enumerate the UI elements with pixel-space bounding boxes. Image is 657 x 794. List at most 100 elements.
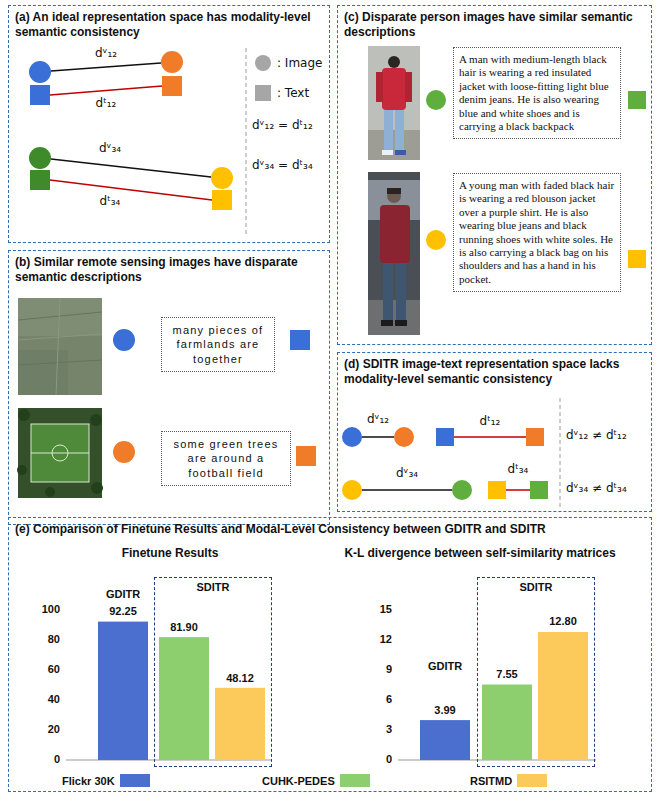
distance-label: dᵛ₁₂ <box>95 46 117 61</box>
chart-title: K-L divergence between self-similarity m… <box>344 546 615 561</box>
pair-markers <box>342 480 362 500</box>
axis-tick: 60 <box>48 663 60 677</box>
legend-item: CUHK-PEDES <box>262 774 370 787</box>
bar-chart <box>538 632 588 760</box>
football-photo <box>18 409 30 421</box>
pair-markers <box>29 61 51 83</box>
pair-markers <box>51 159 211 177</box>
group-box: SDITR <box>154 577 272 767</box>
person-photo <box>368 172 420 335</box>
group-label: GDITR <box>428 660 462 674</box>
sample-circle <box>255 55 271 71</box>
pair-markers <box>162 76 182 96</box>
farmland-photo <box>18 360 102 365</box>
bar-chart <box>159 637 209 760</box>
value-label: 48.12 <box>226 672 254 686</box>
value-label: 92.25 <box>109 605 137 619</box>
legend-swatch <box>340 774 370 787</box>
person-photo <box>388 56 400 68</box>
person-photo <box>368 46 420 160</box>
person-photo <box>405 72 412 102</box>
pair-markers <box>362 489 452 491</box>
pair-markers <box>246 48 247 236</box>
node-text: (d) SDITR image-text representation spac… <box>338 353 651 387</box>
person-photo <box>376 72 383 102</box>
legend-text: RSITMD <box>470 775 512 787</box>
football-photo <box>52 445 68 461</box>
person-photo <box>387 188 401 194</box>
node-text: some green trees are around a football f… <box>167 437 285 480</box>
pair-markers <box>452 480 472 500</box>
person-photo <box>387 189 401 203</box>
node-text: (e) Comparison of Finetune Results and M… <box>9 518 651 537</box>
caption-box: some green trees are around a football f… <box>161 431 291 486</box>
person-photo <box>380 205 410 263</box>
legend-item: Flickr 30K <box>62 774 150 787</box>
legend-item: RSITMD <box>470 774 547 787</box>
football-photo <box>18 408 102 498</box>
football-photo <box>45 487 55 497</box>
description-box: A man with medium-length black hair is w… <box>453 47 621 139</box>
axis-tick: 80 <box>48 633 60 647</box>
pair-markers <box>526 428 544 446</box>
person-photo <box>395 320 407 326</box>
axis-tick: 3 <box>386 723 392 737</box>
equation-label: dᵛ₁₂ = dᵗ₁₂ <box>252 118 313 133</box>
pair-markers <box>506 489 530 491</box>
pair-markers <box>454 436 526 438</box>
distance-label: dᵗ₁₂ <box>96 96 117 111</box>
farmland-photo <box>18 312 102 320</box>
axis-tick: 0 <box>386 753 392 767</box>
person-photo <box>395 150 406 155</box>
pair-markers <box>530 481 548 499</box>
person-photo <box>368 300 420 335</box>
distance-label: dᵗ₁₂ <box>480 414 501 429</box>
rs-markers <box>113 441 135 463</box>
legend-item: : Text <box>254 84 309 102</box>
bar-chart <box>420 720 470 760</box>
legend-text: Flickr 30K <box>62 775 115 787</box>
sample-square <box>255 85 271 101</box>
pair-markers <box>342 398 560 508</box>
value-label: 7.55 <box>496 668 517 682</box>
node-text: SDITR <box>155 578 271 593</box>
pair-markers <box>211 167 233 189</box>
football-photo <box>31 453 89 454</box>
value-label: 12.80 <box>549 615 577 629</box>
axis-tick: 100 <box>42 603 60 617</box>
football-photo <box>17 465 27 475</box>
pair-markers <box>212 190 232 210</box>
pair-markers <box>50 180 212 200</box>
farmland-photo <box>18 334 102 340</box>
farmland-photo <box>18 350 68 395</box>
pair-markers <box>342 427 362 447</box>
pair-markers <box>436 428 454 446</box>
football-photo <box>91 482 103 494</box>
football-photo <box>17 408 103 498</box>
caption-box: many pieces of farmlands are together <box>161 317 275 372</box>
axis-tick: 20 <box>48 723 60 737</box>
person-markers <box>426 230 446 250</box>
axis-tick: 6 <box>386 693 392 707</box>
group-box: SDITR <box>477 577 595 767</box>
pair-markers <box>29 147 51 169</box>
equation-label: dᵛ₃₄ = dᵗ₃₄ <box>252 158 313 173</box>
legend-sample <box>254 84 272 102</box>
dashed-panel: (c) Disparate person images have similar… <box>337 5 652 345</box>
person-markers <box>628 91 646 109</box>
farmland-photo <box>56 298 60 395</box>
distance-label: dᵛ₁₂ <box>367 412 389 427</box>
bar-chart <box>66 622 596 760</box>
rs-markers <box>113 329 135 351</box>
farmland-photo <box>18 298 102 395</box>
legend-sample <box>254 54 272 72</box>
pair-markers <box>51 63 161 71</box>
football-photo <box>31 424 89 482</box>
farmland-photo <box>18 298 102 395</box>
person-photo <box>368 46 420 160</box>
legend-text: CUHK-PEDES <box>262 775 335 787</box>
person-photo <box>383 263 393 320</box>
legend-swatch <box>120 774 150 787</box>
bar-chart <box>98 622 148 760</box>
